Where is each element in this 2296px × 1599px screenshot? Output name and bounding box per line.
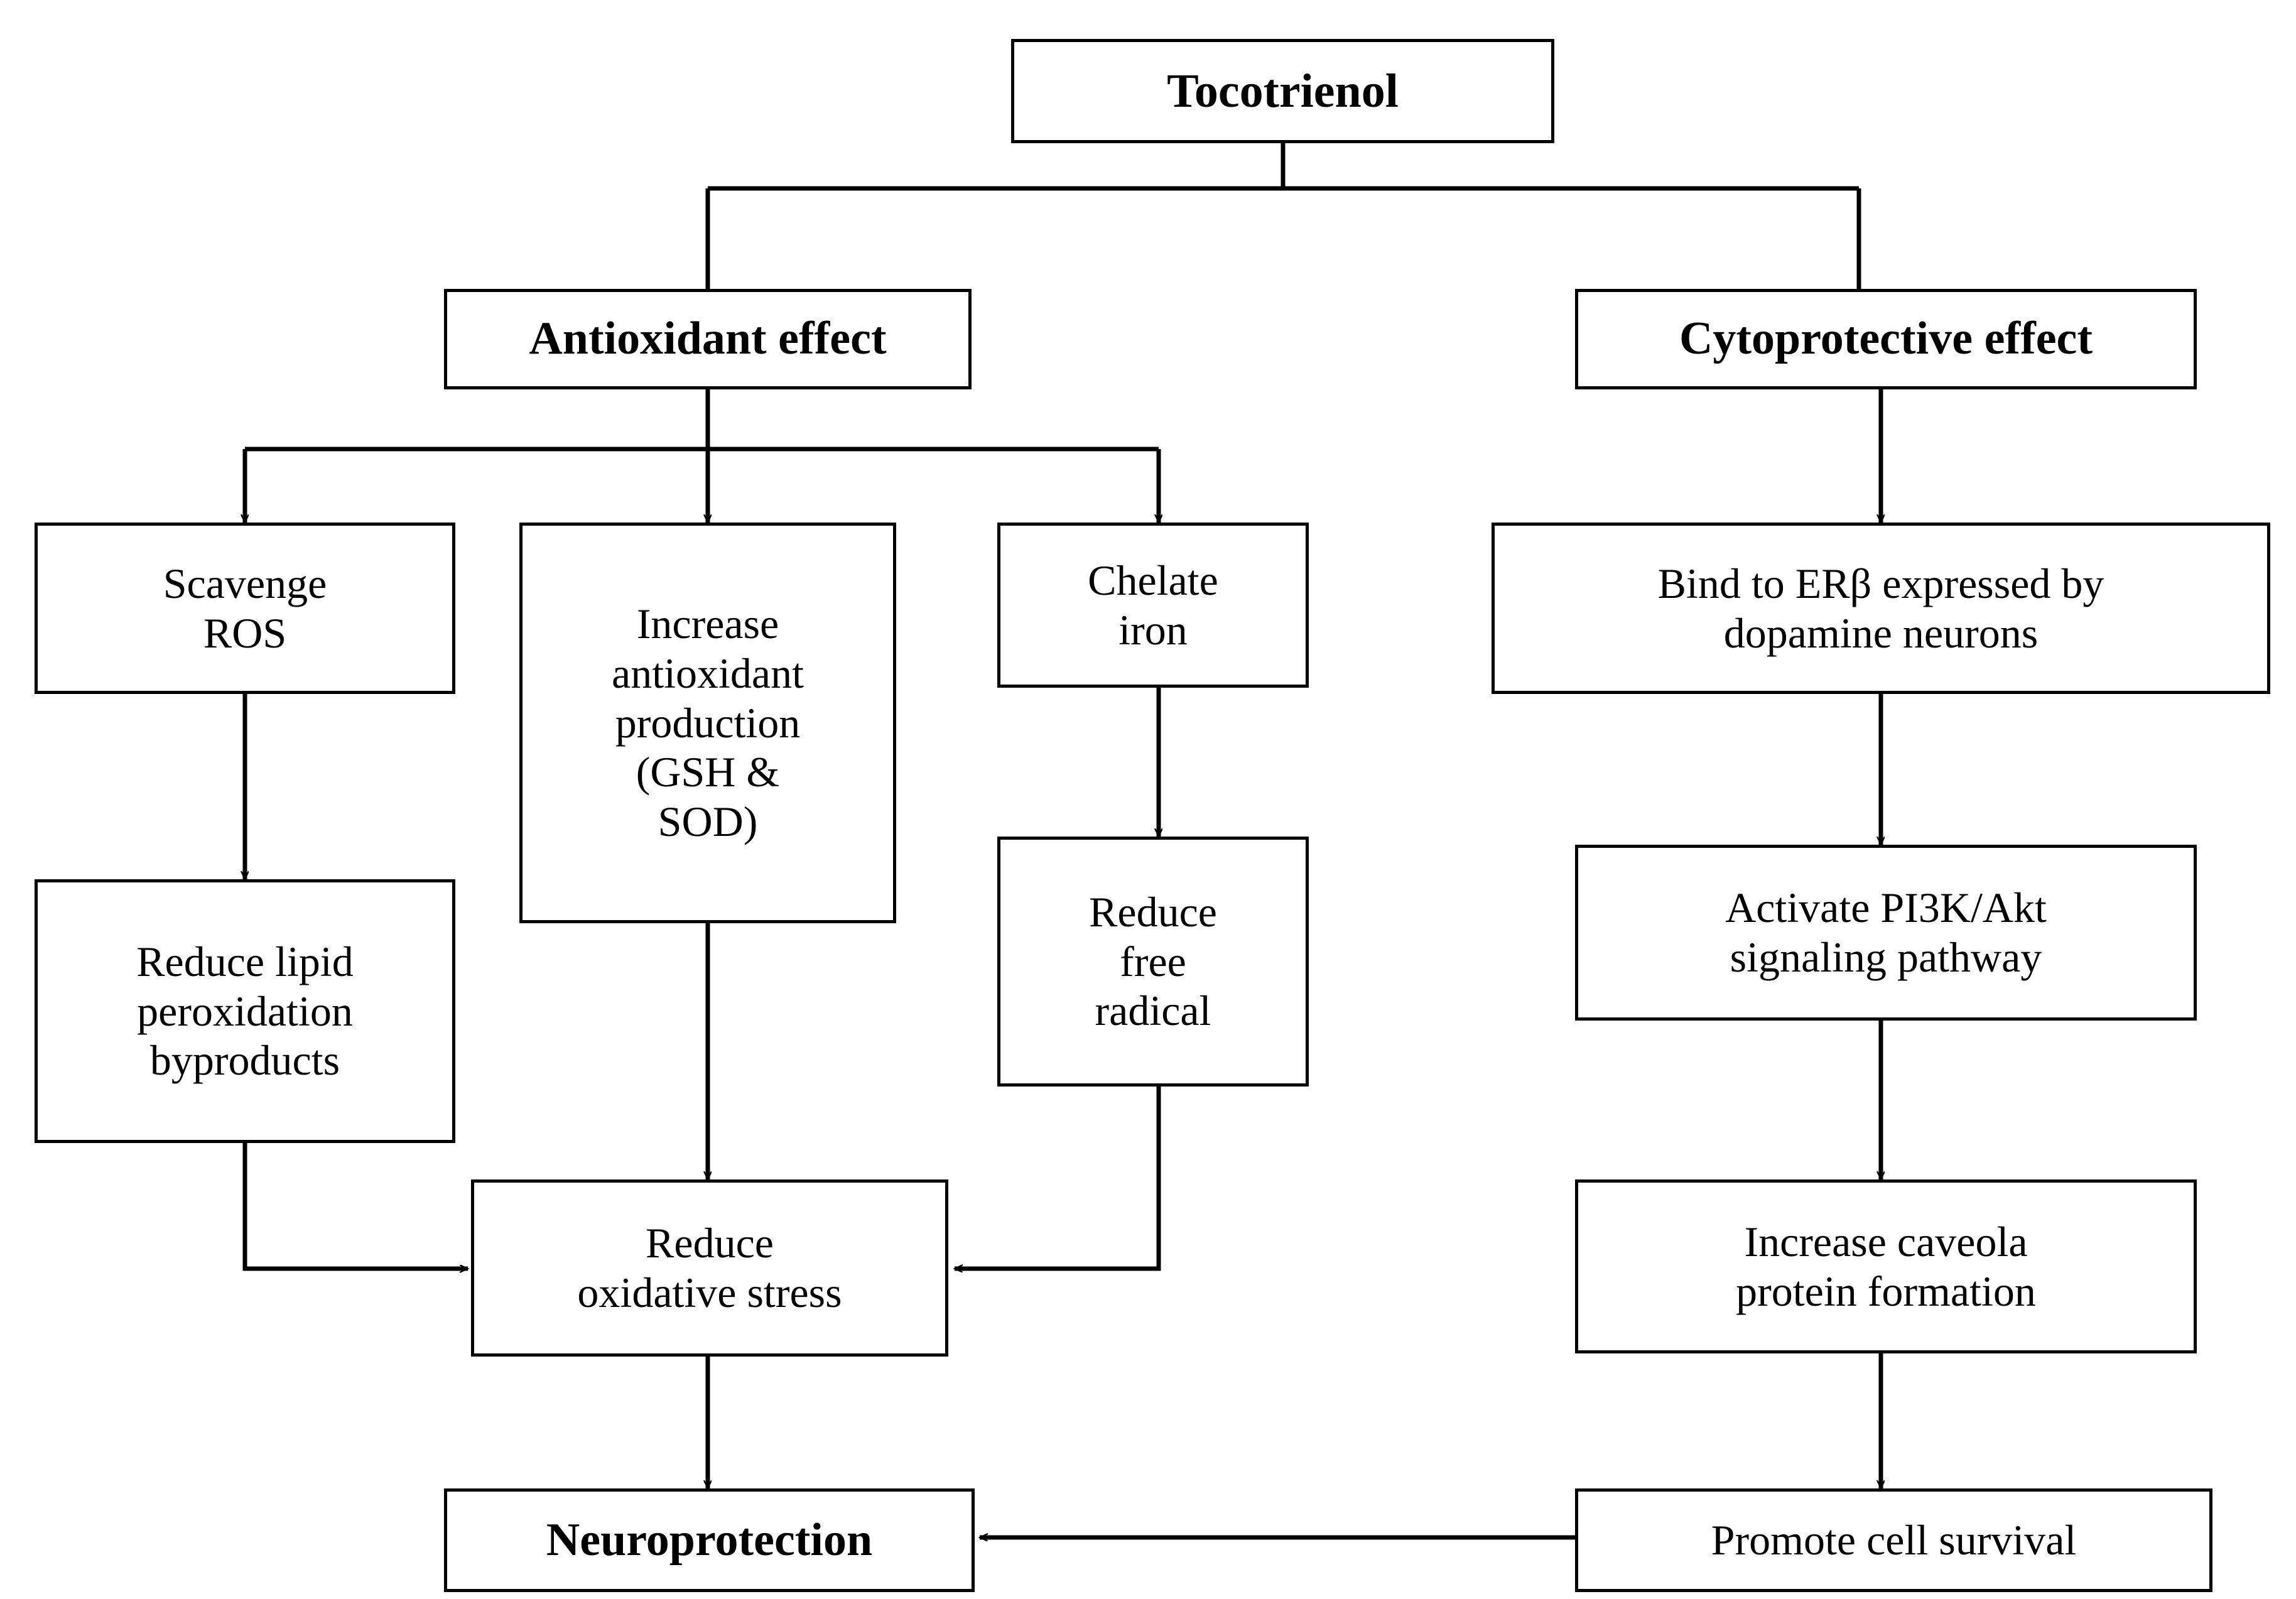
node-tocotrienol[interactable]: Tocotrienol bbox=[1011, 39, 1554, 143]
node-neuroprotection-label: Neuroprotection bbox=[546, 1514, 873, 1566]
node-neuroprotection[interactable]: Neuroprotection bbox=[444, 1488, 975, 1592]
edge-lipid-to-oxidative-stress bbox=[242, 1143, 468, 1269]
node-cytoprotective-effect-label: Cytoprotective effect bbox=[1679, 313, 2093, 365]
node-reduce-lipid-peroxidation-byproducts[interactable]: Reduce lipid peroxidation byproducts bbox=[35, 879, 455, 1143]
node-cytoprotective-effect[interactable]: Cytoprotective effect bbox=[1575, 289, 2197, 389]
node-increase-caveola-protein[interactable]: Increase caveola protein formation bbox=[1575, 1179, 2197, 1353]
node-reduce-oxidative-stress-label: Reduce oxidative stress bbox=[577, 1219, 842, 1316]
node-reduce-free-radical-label: Reduce free radical bbox=[1089, 887, 1217, 1035]
node-reduce-oxidative-stress[interactable]: Reduce oxidative stress bbox=[471, 1179, 948, 1357]
node-increase-antioxidant-production-label: Increase antioxidant production (GSH & S… bbox=[612, 599, 804, 846]
node-chelate-iron-label: Chelate iron bbox=[1088, 556, 1218, 654]
node-bind-to-er-beta-label: Bind to ERβ expressed by dopamine neuron… bbox=[1657, 559, 2104, 657]
node-reduce-lipid-peroxidation-byproducts-label: Reduce lipid peroxidation byproducts bbox=[136, 937, 354, 1085]
node-scavenge-ros[interactable]: Scavenge ROS bbox=[35, 523, 455, 694]
node-activate-pi3k-akt[interactable]: Activate PI3K/Akt signaling pathway bbox=[1575, 845, 2197, 1021]
node-scavenge-ros-label: Scavenge ROS bbox=[163, 559, 327, 657]
node-antioxidant-effect-label: Antioxidant effect bbox=[529, 313, 887, 365]
node-promote-cell-survival-label: Promote cell survival bbox=[1711, 1516, 2077, 1564]
node-antioxidant-effect[interactable]: Antioxidant effect bbox=[444, 289, 972, 389]
edge-free-radical-to-oxidative-stress bbox=[955, 1087, 1161, 1269]
node-tocotrienol-label: Tocotrienol bbox=[1167, 64, 1399, 117]
node-reduce-free-radical[interactable]: Reduce free radical bbox=[997, 837, 1309, 1087]
node-bind-to-er-beta[interactable]: Bind to ERβ expressed by dopamine neuron… bbox=[1492, 523, 2270, 694]
node-activate-pi3k-akt-label: Activate PI3K/Akt signaling pathway bbox=[1725, 884, 2047, 981]
node-promote-cell-survival[interactable]: Promote cell survival bbox=[1575, 1488, 2212, 1592]
node-increase-antioxidant-production[interactable]: Increase antioxidant production (GSH & S… bbox=[519, 523, 896, 923]
node-chelate-iron[interactable]: Chelate iron bbox=[997, 523, 1309, 688]
node-increase-caveola-protein-label: Increase caveola protein formation bbox=[1736, 1217, 2036, 1315]
